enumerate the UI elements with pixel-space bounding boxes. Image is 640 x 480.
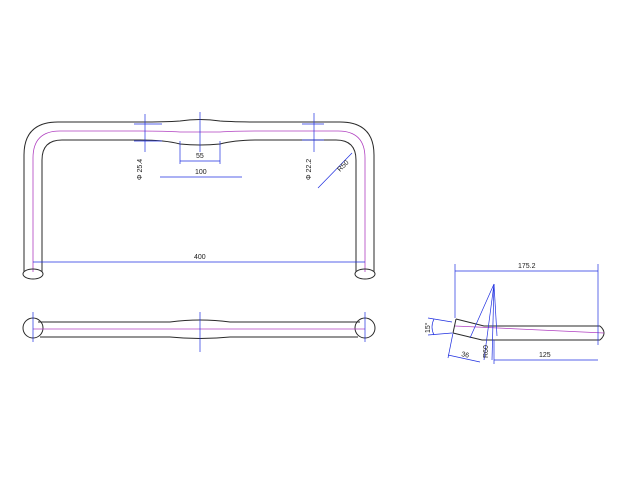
reach-label: 175.2: [518, 263, 536, 270]
center-width-label: 100: [195, 169, 207, 176]
drop-offset-line: [447, 354, 481, 363]
right-tube-end: [354, 268, 376, 280]
front-bar-top: [38, 319, 360, 323]
front-view: [22, 312, 376, 352]
radius-construct-2: [469, 283, 495, 339]
radius-construct-4: [491, 283, 495, 361]
grip-diameter-label: Φ 22.2: [306, 159, 313, 180]
length-label: 125: [539, 352, 551, 359]
side-centerline: [454, 325, 605, 334]
angle-arc: [431, 318, 435, 336]
side-tube-top: [455, 318, 600, 327]
radius-label: R60: [483, 345, 490, 358]
top-view: Φ 25.4 55 100 Φ 22.2 R50 400: [22, 112, 376, 280]
side-view: 175.2 R60 15° 36 125: [424, 263, 605, 364]
bend-radius-leader: [317, 152, 353, 189]
drop-offset-ext-left: [447, 332, 454, 359]
left-tube-end: [22, 268, 44, 280]
angle-ext-1: [427, 317, 453, 323]
bend-radius-label: R50: [336, 159, 350, 173]
side-tube-bottom: [452, 332, 600, 341]
radius-construct-3: [493, 283, 498, 337]
clamp-diameter-label: Φ 25.4: [137, 159, 144, 180]
angle-label: 15°: [424, 322, 432, 333]
bar-outline-outer: [23, 119, 375, 272]
drop-offset-label: 36: [461, 351, 470, 360]
overall-width-label: 400: [194, 254, 206, 261]
angle-ext-2: [427, 332, 453, 336]
front-bar-bottom: [40, 336, 358, 339]
side-tube-cap: [452, 318, 457, 334]
clamp-width-label: 55: [196, 153, 204, 160]
radius-construct-1: [483, 283, 495, 361]
